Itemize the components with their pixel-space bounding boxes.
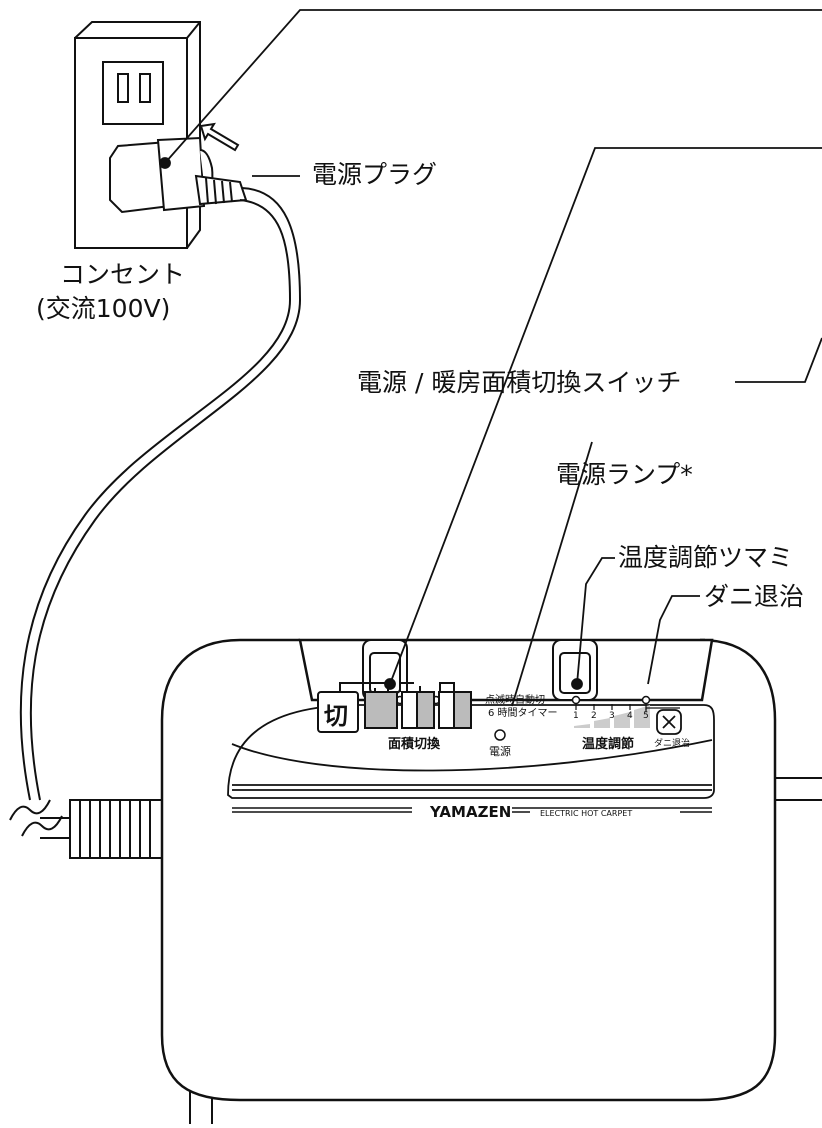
brand-plate <box>232 807 712 813</box>
label-temp-knob: 温度調節ツマミ <box>618 543 794 572</box>
label-outlet-line2: (交流100V) <box>36 294 171 323</box>
scale-1: 1 <box>573 711 579 721</box>
label-power-plug: 電源プラグ <box>312 160 438 189</box>
scale-ticks <box>575 704 680 712</box>
scale-3: 3 <box>609 711 615 721</box>
power-label: 電源 <box>489 744 511 758</box>
scale-4: 4 <box>627 711 633 721</box>
area-switch <box>317 682 472 733</box>
cord-strain-relief <box>9 799 163 859</box>
scale-2: 2 <box>591 711 597 721</box>
label-outlet-line1: コンセント <box>60 260 186 289</box>
leader-lines <box>159 9 822 707</box>
off-label: 切 <box>324 702 348 730</box>
timer-line2: 6 時間タイマー <box>488 707 558 719</box>
wall-outlet <box>74 21 201 249</box>
temp-label: 温度調節 <box>582 736 634 752</box>
power-lamp <box>494 729 506 741</box>
power-switch-knob <box>362 639 408 701</box>
timer-line1: 点滅時自動切 <box>485 693 545 706</box>
power-plug-drawing <box>109 136 248 214</box>
label-power-switch: 電源 / 暖房面積切換スイッチ <box>357 368 682 397</box>
mite-label: ダニ退治 <box>654 737 690 749</box>
label-power-lamp: 電源ランプ* <box>556 460 693 489</box>
power-cord <box>19 187 302 801</box>
brand-name: YAMAZEN <box>429 803 511 821</box>
product-name: ELECTRIC HOT CARPET <box>540 809 632 818</box>
scale-5: 5 <box>643 711 649 721</box>
mite-off-icon <box>656 709 682 735</box>
label-mite-off: ダニ退治 <box>704 582 805 611</box>
temperature-knob <box>552 639 598 701</box>
insert-arrow-icon <box>199 122 240 152</box>
area-switch-label: 面積切換 <box>388 736 441 752</box>
